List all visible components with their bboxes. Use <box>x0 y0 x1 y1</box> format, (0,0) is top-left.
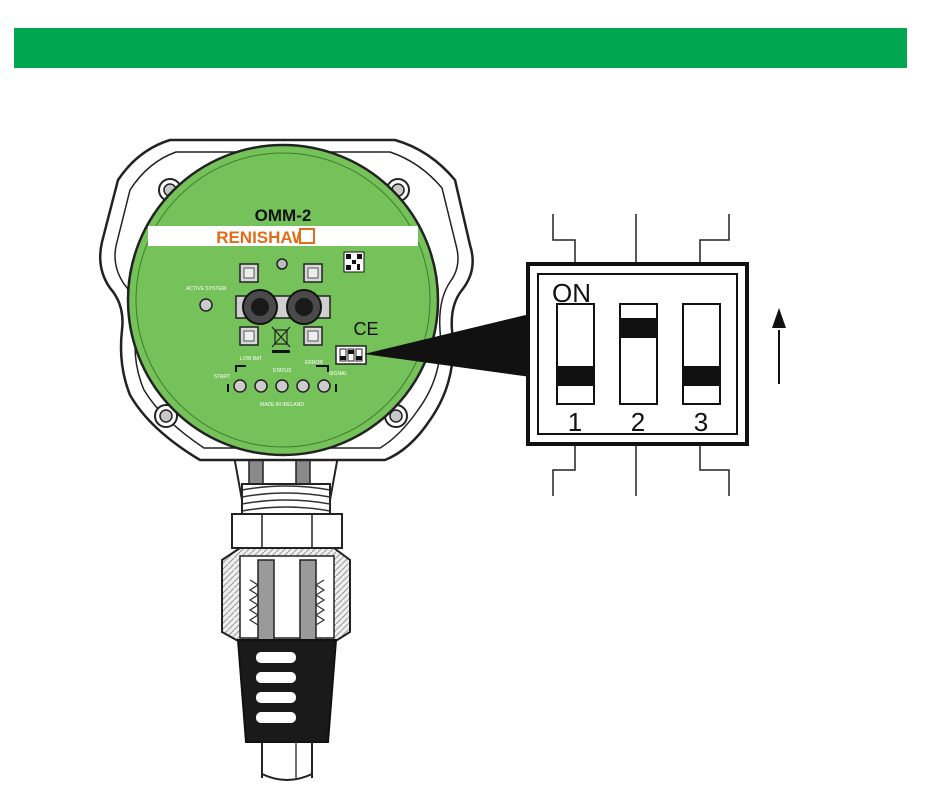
up-arrow-icon <box>772 308 786 384</box>
dip-switch-detail: ON 1 2 3 <box>528 214 747 496</box>
active-system-led <box>200 299 212 311</box>
status-label: STATUS <box>273 368 293 374</box>
low-bat-led <box>255 380 267 392</box>
signal-label: SIGNAL <box>329 371 348 377</box>
face-dip-switch <box>336 346 366 364</box>
qr-code-icon <box>344 252 364 272</box>
gland-body <box>222 548 350 642</box>
switch-1-number: 1 <box>568 407 582 437</box>
start-led <box>234 380 246 392</box>
ce-mark: CE <box>353 319 378 339</box>
switch-3-actuator <box>683 366 720 386</box>
switch-2-number: 2 <box>631 407 645 437</box>
made-in-label: MADE IN IRELAND <box>260 402 304 408</box>
brand-label: RENISHAW <box>216 228 309 247</box>
dip-switch-3[interactable] <box>683 304 720 404</box>
model-label: OMM-2 <box>255 206 312 225</box>
error-led <box>297 380 309 392</box>
active-system-label: ACTIVE SYSTEM <box>186 286 226 292</box>
switch-3-number: 3 <box>694 407 708 437</box>
status-lens <box>277 259 287 269</box>
status-led <box>276 380 288 392</box>
threaded-neck <box>242 484 330 514</box>
spiral-sleeve <box>238 640 336 742</box>
low-bat-label: LOW BAT <box>240 356 262 362</box>
dip-switch-2[interactable] <box>620 304 657 404</box>
dip-switch-1[interactable] <box>557 304 594 404</box>
brand-logo-icon <box>300 229 314 243</box>
switch-1-actuator <box>557 366 594 386</box>
face-plate: OMM-2 RENISHAW ACTIVE SYSTEM <box>128 145 438 455</box>
signal-led <box>318 380 330 392</box>
cable-assembly <box>222 445 350 780</box>
switch-2-actuator <box>620 318 657 338</box>
gland-nut <box>232 514 342 548</box>
start-label: START <box>214 374 230 380</box>
